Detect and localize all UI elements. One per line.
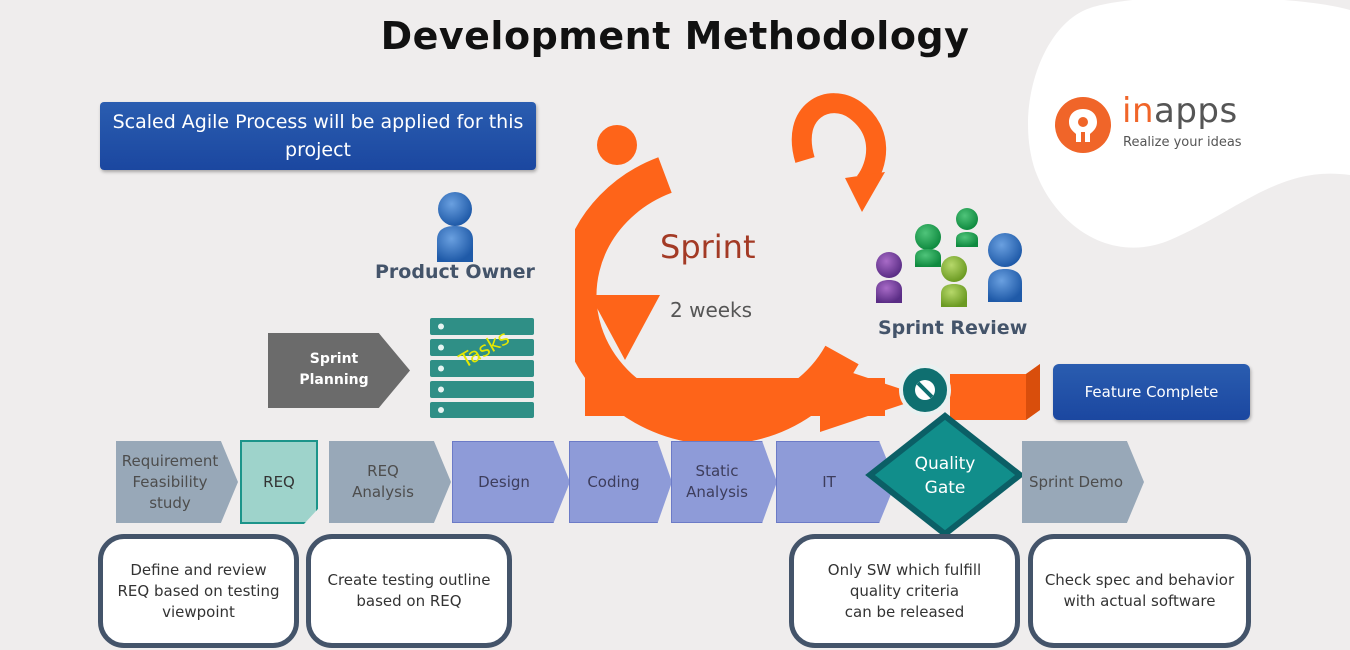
cycle-arrow-icon (575, 93, 925, 445)
note-testing-outline: Create testing outline based on REQ (306, 534, 512, 648)
sprint-planning-line1: Sprint (309, 351, 359, 367)
step-req-analysis: REQ Analysis (329, 441, 451, 523)
note-define-line3: viewpoint (162, 602, 235, 621)
product-owner-label: Product Owner (375, 261, 535, 283)
step-req-document: REQ (240, 440, 318, 524)
note-outline-line2: based on REQ (356, 592, 462, 610)
step-static-analysis-line2: Analysis (686, 483, 748, 501)
note-quality-criteria: Only SW which fulfill quality criteria can… (789, 534, 1020, 648)
step-req-analysis-line2: Analysis (352, 483, 414, 501)
note-check-spec: Check spec and behavior with actual softw… (1028, 534, 1251, 648)
step-req-analysis-line1: REQ (367, 462, 399, 480)
note-define-line2: REQ based on testing (117, 581, 280, 600)
quality-gate-line1: Quality (914, 454, 976, 474)
note-check-line1: Check spec and behavior (1044, 571, 1235, 589)
sprint-label: Sprint (660, 228, 756, 266)
process-banner: Scaled Agile Process will be applied for… (100, 102, 536, 170)
step-coding: Coding (569, 441, 672, 523)
brand-name: inapps (1122, 91, 1238, 131)
step-static-analysis-line1: Static (695, 462, 739, 480)
sprint-review-label: Sprint Review (878, 317, 1028, 339)
feature-complete-box: Feature Complete (1053, 364, 1250, 420)
sprint-planning-line2: Planning (299, 372, 369, 388)
step-design: Design (452, 441, 570, 523)
quality-gate-line2: Gate (924, 478, 966, 498)
note-define-line1: Define and review (130, 560, 267, 579)
sprint-duration: 2 weeks (670, 298, 753, 322)
note-quality-line2: quality criteria (849, 581, 960, 600)
brand-tagline: Realize your ideas (1123, 135, 1242, 150)
step-requirement-line1: Requirement (121, 451, 219, 470)
gate-block (950, 364, 1040, 420)
note-quality-line3: can be released (844, 602, 965, 621)
server-stack-icon (430, 318, 534, 418)
note-outline-line1: Create testing outline (327, 571, 491, 589)
page-title: Development Methodology (380, 14, 970, 58)
team-icon (876, 208, 1022, 307)
step-requirement-line2: Feasibility study (132, 472, 208, 512)
person-icon (432, 190, 478, 266)
note-check-line2: with actual software (1063, 592, 1216, 610)
note-quality-line1: Only SW which fulfill (827, 560, 982, 579)
step-sprint-demo: Sprint Demo (1022, 441, 1144, 523)
inapps-logo-icon (1055, 97, 1111, 153)
no-entry-icon (899, 364, 951, 416)
